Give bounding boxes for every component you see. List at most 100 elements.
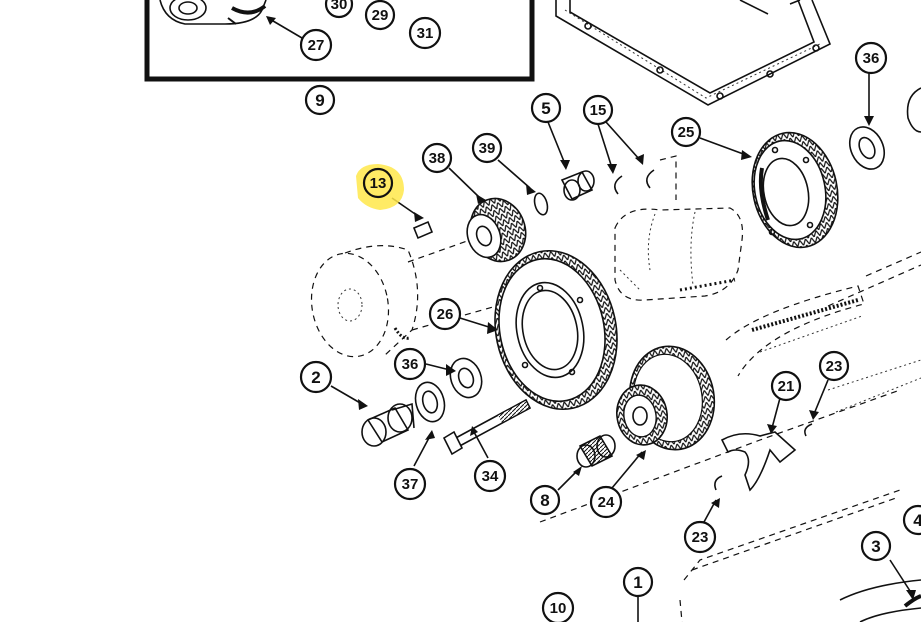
washer-36-left bbox=[425, 357, 483, 399]
callout-36a: 36 bbox=[854, 41, 888, 75]
gasket-part bbox=[555, 0, 832, 106]
callout-number: 31 bbox=[417, 25, 434, 42]
gear-38-part bbox=[448, 167, 527, 263]
callout-number: 3 bbox=[871, 537, 880, 556]
highlight-13 bbox=[356, 164, 404, 210]
callout-number: 36 bbox=[402, 356, 419, 373]
callout-number: 25 bbox=[678, 124, 695, 141]
callout-circle bbox=[324, 0, 354, 19]
callout-circle bbox=[582, 94, 614, 126]
callout-circle bbox=[902, 504, 921, 536]
bearing-8-part bbox=[557, 434, 616, 491]
callout-37: 37 bbox=[393, 467, 427, 501]
callout-number: 30 bbox=[331, 0, 348, 13]
callout-number: 29 bbox=[372, 7, 389, 24]
callout-39: 39 bbox=[471, 132, 503, 164]
callout-5: 5 bbox=[530, 92, 562, 124]
callout-number: 27 bbox=[308, 37, 325, 54]
bolt-34-part bbox=[442, 398, 532, 459]
callout-21: 21 bbox=[770, 370, 802, 402]
callout-number: 23 bbox=[692, 529, 709, 546]
callout-number: 4 bbox=[913, 511, 921, 530]
inset-housing-part bbox=[159, 0, 267, 25]
callout-circle bbox=[304, 84, 336, 116]
callout-circle bbox=[860, 530, 892, 562]
callout-circle bbox=[683, 520, 717, 554]
bushing-2-part bbox=[330, 385, 415, 447]
callout-number: 37 bbox=[402, 476, 419, 493]
callout-number: 23 bbox=[826, 358, 843, 375]
callout-24: 24 bbox=[589, 485, 623, 519]
callout-number: 36 bbox=[863, 50, 880, 67]
callout-30: 30 bbox=[324, 0, 354, 19]
callout-8: 8 bbox=[529, 484, 561, 516]
gear-24-part bbox=[611, 345, 716, 489]
callout-number: 2 bbox=[311, 368, 320, 387]
callout-circle bbox=[530, 92, 562, 124]
leader-3 bbox=[889, 559, 913, 595]
callout-26: 26 bbox=[428, 297, 462, 331]
callout-circle bbox=[364, 0, 396, 31]
callout-number: 10 bbox=[550, 600, 567, 617]
callout-38: 38 bbox=[421, 142, 453, 174]
callout-number: 34 bbox=[482, 468, 499, 485]
callout-circle bbox=[299, 360, 333, 394]
snap-ring-39-part bbox=[497, 159, 549, 216]
callout-circle bbox=[622, 566, 654, 598]
key-13-part bbox=[391, 197, 434, 240]
callout-number: 8 bbox=[540, 491, 549, 510]
callout-circle bbox=[770, 370, 802, 402]
inset-box bbox=[144, 0, 535, 82]
callout-3: 3 bbox=[860, 530, 892, 562]
callout-circle bbox=[529, 484, 561, 516]
callout-25: 25 bbox=[670, 116, 702, 148]
callout-number: 9 bbox=[315, 91, 324, 110]
lower-housing-part bbox=[539, 389, 921, 622]
dashed-hub-part bbox=[310, 239, 501, 358]
callout-number: 39 bbox=[479, 140, 496, 157]
callout-34: 34 bbox=[473, 459, 507, 493]
washer-36-right bbox=[848, 72, 886, 170]
callout-circle bbox=[421, 142, 453, 174]
gear-25-part bbox=[699, 131, 839, 249]
snap-rings-15-part bbox=[597, 121, 655, 195]
callout-circle bbox=[408, 16, 442, 50]
callout-number: 5 bbox=[541, 99, 550, 118]
callout-29: 29 bbox=[364, 0, 396, 31]
callout-number: 1 bbox=[633, 573, 642, 592]
callout-circle bbox=[541, 591, 575, 622]
callout-2: 2 bbox=[299, 360, 333, 394]
gear-26-part bbox=[459, 249, 618, 411]
callout-1: 1 bbox=[622, 566, 654, 598]
callout-number: 26 bbox=[437, 306, 454, 323]
callout-circle bbox=[393, 347, 427, 381]
callout-number: 38 bbox=[429, 150, 446, 167]
callout-15: 15 bbox=[582, 94, 614, 126]
callout-36b: 36 bbox=[393, 347, 427, 381]
callout-circle bbox=[362, 167, 394, 199]
callout-number: 21 bbox=[778, 378, 795, 395]
callout-9: 9 bbox=[304, 84, 336, 116]
callout-circle bbox=[854, 41, 888, 75]
e-clip-23-lower bbox=[703, 475, 723, 523]
dashed-shaft-assembly bbox=[614, 155, 921, 413]
callout-circle bbox=[428, 297, 462, 331]
shift-fork-21-part bbox=[720, 397, 797, 492]
callout-number: 15 bbox=[590, 102, 607, 119]
callout-23b: 23 bbox=[683, 520, 717, 554]
callout-27: 27 bbox=[299, 28, 333, 62]
washer-37-part bbox=[413, 381, 446, 467]
callout-circle bbox=[471, 132, 503, 164]
bushing-5-part bbox=[547, 121, 595, 201]
callout-31: 31 bbox=[408, 16, 442, 50]
callout-circle bbox=[589, 485, 623, 519]
callout-13: 13 bbox=[362, 167, 394, 199]
callout-circle bbox=[393, 467, 427, 501]
callout-number: 24 bbox=[598, 494, 615, 511]
callout-10: 10 bbox=[541, 591, 575, 622]
callout-23a: 23 bbox=[818, 350, 850, 382]
callout-circle bbox=[670, 116, 702, 148]
callout-4: 4 bbox=[902, 504, 921, 536]
